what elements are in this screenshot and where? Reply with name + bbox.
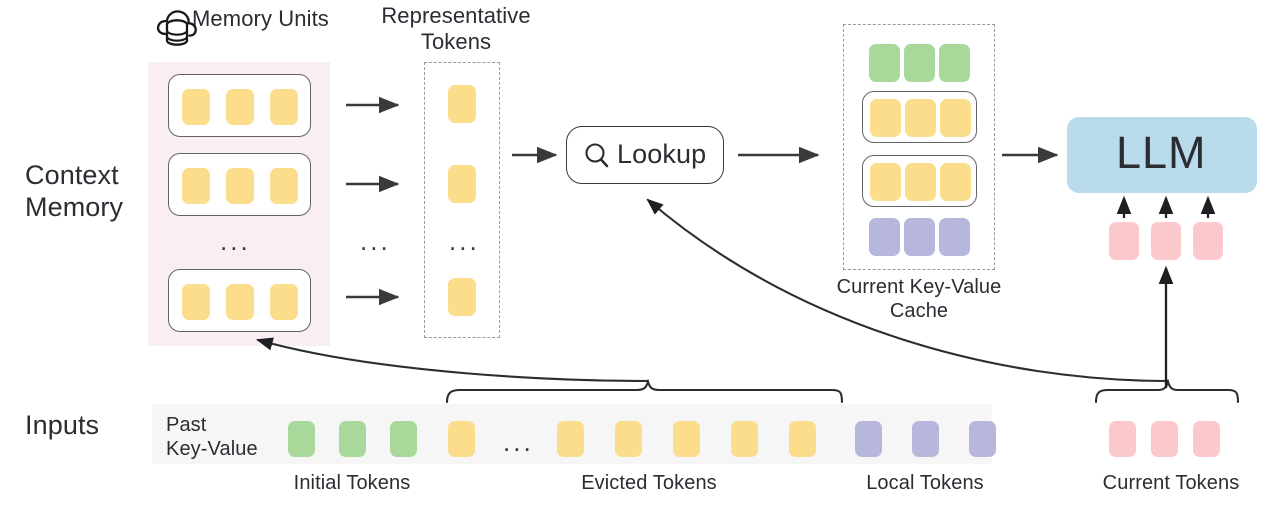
kv-token-purple bbox=[869, 218, 900, 256]
llm-input-token-pink bbox=[1193, 222, 1223, 260]
kv-token-purple bbox=[939, 218, 970, 256]
representative-tokens-heading: Representative Tokens bbox=[381, 3, 531, 54]
kv-token-yellow bbox=[905, 99, 936, 137]
input-token-yellow bbox=[557, 421, 584, 457]
input-token-pink bbox=[1193, 421, 1220, 457]
kv-memory-unit-row bbox=[862, 91, 977, 143]
llm-input-token-pink bbox=[1151, 222, 1181, 260]
input-token-green bbox=[390, 421, 417, 457]
kv-token-yellow bbox=[940, 163, 971, 201]
caption-evicted-tokens: Evicted Tokens bbox=[581, 472, 717, 494]
input-token-yellow bbox=[789, 421, 816, 457]
token-chip-yellow bbox=[226, 168, 254, 204]
kv-token-yellow bbox=[905, 163, 936, 201]
representative-tokens-ellipsis: ... bbox=[449, 226, 480, 256]
arrow-evicted-to-context-memory bbox=[255, 337, 650, 383]
representative-tokens-container bbox=[424, 62, 500, 338]
llm-input-token-pink bbox=[1109, 222, 1139, 260]
token-chip-yellow bbox=[182, 89, 210, 125]
kv-memory-unit-row bbox=[862, 155, 977, 207]
memory-unit-row bbox=[168, 269, 311, 332]
kv-token-green bbox=[939, 44, 970, 82]
input-token-green bbox=[339, 421, 366, 457]
kv-token-yellow bbox=[870, 99, 901, 137]
lookup-box[interactable]: Lookup bbox=[566, 126, 724, 184]
input-token-green bbox=[288, 421, 315, 457]
input-token-pink bbox=[1109, 421, 1136, 457]
caption-current-tokens: Current Tokens bbox=[1102, 472, 1240, 494]
caption-initial-tokens: Initial Tokens bbox=[293, 472, 411, 494]
token-chip-yellow bbox=[270, 89, 298, 125]
input-token-pink bbox=[1151, 421, 1178, 457]
llm-label: LLM bbox=[1116, 127, 1207, 178]
memory-units-ellipsis: ... bbox=[220, 226, 251, 256]
representative-token-chip bbox=[448, 278, 476, 316]
token-chip-yellow bbox=[226, 89, 254, 125]
token-chip-yellow bbox=[226, 284, 254, 320]
brace-evicted-tokens bbox=[445, 378, 844, 404]
input-token-yellow bbox=[731, 421, 758, 457]
memory-units-heading: Memory Units bbox=[192, 6, 329, 31]
input-token-yellow bbox=[615, 421, 642, 457]
brace-current-tokens bbox=[1094, 378, 1240, 404]
token-chip-yellow bbox=[270, 168, 298, 204]
inputs-label: Inputs bbox=[25, 410, 100, 440]
input-token-yellow bbox=[448, 421, 475, 457]
caption-local-tokens: Local Tokens bbox=[866, 472, 984, 494]
memory-unit-row bbox=[168, 74, 311, 137]
kv-token-green bbox=[904, 44, 935, 82]
llm-box bbox=[1067, 117, 1257, 193]
lookup-label: Lookup bbox=[617, 139, 707, 169]
token-chip-yellow bbox=[182, 168, 210, 204]
arrow-column-ellipsis: ... bbox=[360, 226, 391, 256]
kv-token-purple bbox=[904, 218, 935, 256]
cloud-database-icon bbox=[154, 4, 204, 57]
input-token-purple bbox=[855, 421, 882, 457]
kv-token-yellow bbox=[940, 99, 971, 137]
kv-token-green bbox=[869, 44, 900, 82]
kv-cache-caption: Current Key-Value Cache bbox=[836, 276, 1002, 322]
search-icon bbox=[583, 141, 611, 176]
representative-token-chip bbox=[448, 165, 476, 203]
token-chip-yellow bbox=[270, 284, 298, 320]
past-key-value-label: Past Key-Value bbox=[166, 414, 258, 461]
input-token-yellow bbox=[673, 421, 700, 457]
memory-unit-row bbox=[168, 153, 311, 216]
input-token-purple bbox=[912, 421, 939, 457]
representative-token-chip bbox=[448, 85, 476, 123]
context-memory-label: Context Memory bbox=[25, 160, 124, 222]
evicted-tokens-ellipsis: ... bbox=[503, 427, 534, 457]
input-token-purple bbox=[969, 421, 996, 457]
token-chip-yellow bbox=[182, 284, 210, 320]
kv-token-yellow bbox=[870, 163, 901, 201]
